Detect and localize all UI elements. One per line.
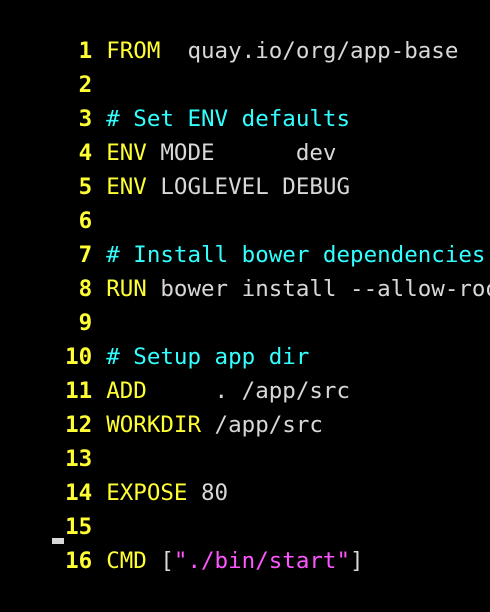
code-line[interactable]: 13 — [0, 408, 106, 472]
line-number: 8 — [78, 276, 93, 302]
code-editor[interactable]: 1 FROM quay.io/org/app-base 2 3 # Set ENV … — [0, 0, 490, 574]
comment: # Setup app dir — [106, 344, 310, 370]
keyword: FROM — [106, 38, 161, 64]
comment: # Set ENV defaults — [106, 106, 351, 132]
line-number: 6 — [78, 208, 93, 234]
code-line[interactable]: 4 ENV MODE dev — [0, 102, 337, 166]
keyword: ENV — [106, 140, 147, 166]
comment: # Install bower dependencies — [106, 242, 486, 268]
line-number: 13 — [65, 446, 93, 472]
code-line[interactable]: 7 # Install bower dependencies — [0, 204, 486, 268]
keyword: WORKDIR — [106, 412, 202, 438]
code-text: /app/src — [201, 412, 323, 438]
code-line[interactable]: 9 — [0, 272, 106, 336]
code-text: bower install --allow-root — [146, 276, 490, 302]
line-number: 11 — [65, 378, 93, 404]
line-number: 7 — [78, 242, 93, 268]
code-text: MODE dev — [146, 140, 337, 166]
line-number: 2 — [78, 72, 93, 98]
code-line[interactable]: 1 FROM quay.io/org/app-base — [0, 0, 459, 64]
line-number: 16 — [65, 548, 93, 574]
code-text: ] — [350, 548, 364, 574]
line-number: 5 — [78, 174, 93, 200]
code-line[interactable]: 14 EXPOSE 80 — [0, 442, 228, 506]
code-text: 80 — [187, 480, 229, 506]
code-line[interactable]: 12 WORKDIR /app/src — [0, 374, 323, 438]
line-number: 9 — [78, 310, 93, 336]
code-line[interactable]: 10 # Setup app dir — [0, 306, 309, 370]
line-number: 4 — [78, 140, 93, 166]
line-number: 14 — [65, 480, 93, 506]
line-number: 10 — [65, 344, 93, 370]
code-line[interactable]: 5 ENV LOGLEVEL DEBUG — [0, 136, 350, 200]
code-line[interactable]: 6 — [0, 170, 106, 234]
code-text: quay.io/org/app-base — [160, 38, 459, 64]
line-number: 3 — [78, 106, 93, 132]
code-text: . /app/src — [146, 378, 351, 404]
keyword: ENV — [106, 174, 147, 200]
code-text: LOGLEVEL DEBUG — [146, 174, 351, 200]
keyword: EXPOSE — [106, 480, 188, 506]
keyword: CMD — [106, 548, 147, 574]
code-line[interactable]: 8 RUN bower install --allow-root — [0, 238, 490, 302]
line-number: 1 — [78, 38, 93, 64]
code-line[interactable]: 11 ADD . /app/src — [0, 340, 350, 404]
code-line[interactable]: 2 — [0, 34, 106, 98]
string-literal: "./bin/start" — [173, 548, 351, 574]
line-number: 12 — [65, 412, 93, 438]
keyword: ADD — [106, 378, 147, 404]
keyword: RUN — [106, 276, 147, 302]
line-number: 15 — [65, 514, 93, 540]
text-cursor — [52, 538, 64, 544]
code-text: [ — [146, 548, 174, 574]
code-line[interactable]: 3 # Set ENV defaults — [0, 68, 350, 132]
code-line[interactable]: 15 — [0, 476, 106, 540]
